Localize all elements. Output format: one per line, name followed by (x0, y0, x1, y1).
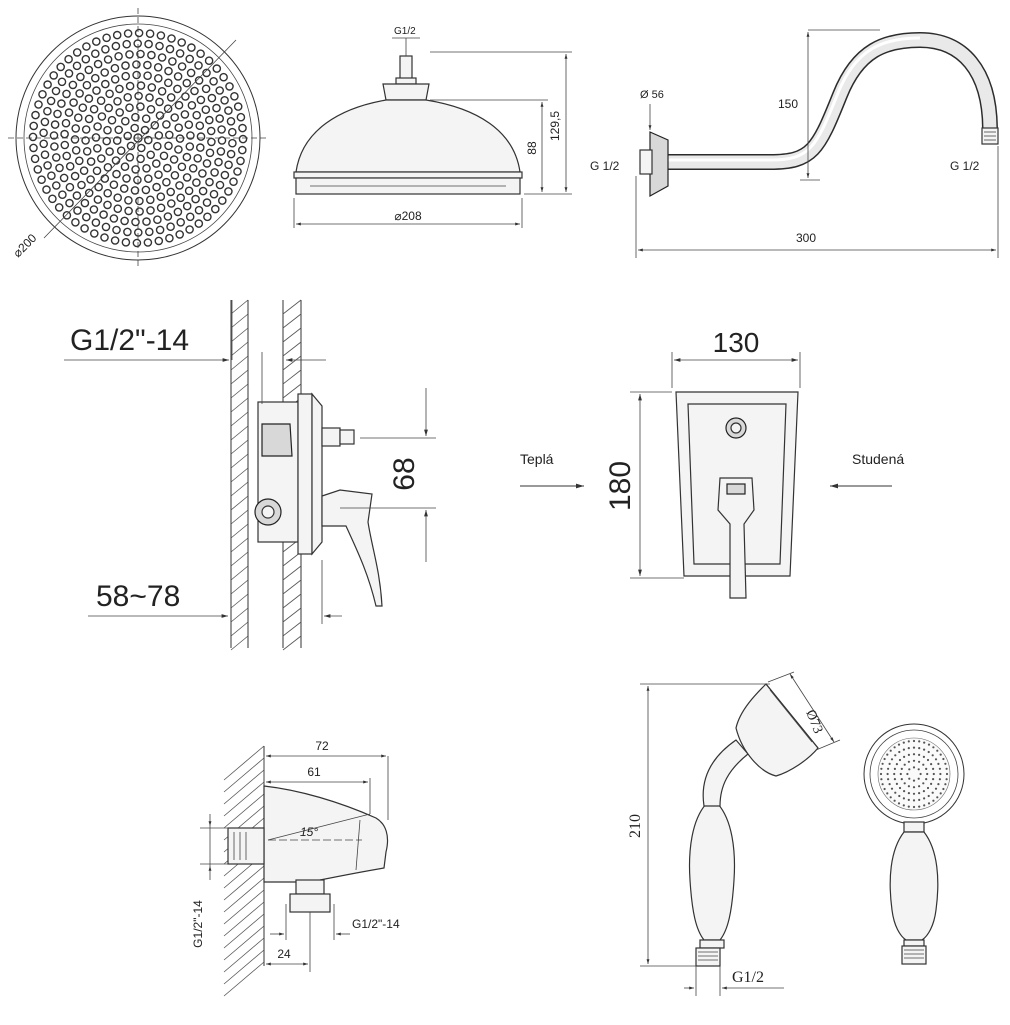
shower-arm-height-label: 150 (778, 97, 798, 111)
cold-water-label: Studená (852, 451, 904, 467)
mixer-wall-left (230, 300, 249, 648)
shower-arm-view: Ø 56 150 G 1/2 G 1/2 300 (590, 29, 999, 258)
shower-head-front-diameter-label: ⌀200 (10, 231, 39, 260)
hot-water-label: Teplá (520, 451, 554, 467)
shower-head-nozzles (28, 28, 248, 248)
hand-shower-front-handle (889, 831, 939, 941)
hand-shower-thread-label: G1/2 (732, 969, 764, 986)
hand-shower-nozzles (879, 739, 949, 809)
hand-shower-side-view: Ø73 210 G1/2 (627, 671, 841, 996)
outlet-inner-length-label: 61 (307, 765, 321, 779)
shower-arm-right-thread-label: G 1/2 (950, 159, 980, 173)
outlet-bottom-thread (289, 893, 331, 913)
outlet-total-length-label: 72 (315, 739, 329, 753)
hand-shower-head (735, 683, 819, 777)
mixer-cover-plate (297, 393, 313, 555)
hand-shower-handle (688, 803, 736, 941)
mixer-spacing-label: 68 (388, 457, 421, 490)
shower-head-front-view: ⌀200 (8, 8, 268, 268)
outlet-offset-label: 24 (277, 947, 291, 961)
outlet-angle-label: 15° (300, 825, 318, 839)
shower-arm-flange (649, 131, 669, 198)
mixer-lever (321, 489, 383, 607)
shower-arm-pipe-outline (660, 31, 998, 170)
shower-head-dome (295, 99, 521, 173)
hand-shower-thread (695, 947, 721, 967)
hand-shower-height-label: 210 (627, 814, 644, 838)
shower-head-neck (382, 83, 430, 101)
outlet-horizontal-thread-label: G1/2"-14 (352, 917, 400, 931)
shower-arm-flange-diameter-label: Ø 56 (640, 89, 664, 101)
shower-arm-left-thread-label: G 1/2 (590, 159, 620, 173)
mixer-width-label: 130 (713, 327, 760, 358)
shower-head-side-view: G1/2 129,5 88 ⌀208 (293, 26, 572, 228)
outlet-body (263, 785, 389, 883)
mixer-front-view: 130 180 Teplá Studená (520, 327, 904, 599)
shower-head-connector (399, 55, 413, 81)
mixer-front-lever (717, 477, 755, 599)
mixer-side-view: G1/2"-14 68 58~78 (64, 299, 436, 651)
hand-shower-neck (702, 739, 749, 807)
mixer-height-label: 180 (604, 461, 637, 511)
outlet-vertical-thread-label: G1/2"-14 (191, 900, 205, 948)
mixer-top-outlet (339, 429, 355, 445)
shower-head-body-height-label: 88 (525, 141, 539, 155)
shower-head-thread-label: G1/2 (394, 26, 416, 37)
shower-head-total-height-label: 129,5 (548, 111, 562, 141)
shower-head-side-diameter-label: ⌀208 (394, 209, 422, 223)
diameter-leader-front (43, 39, 237, 239)
wall-outlet-view: 72 61 15° G1/2"-14 G1/2"-14 24 (191, 739, 400, 997)
shower-arm-length-label: 300 (796, 231, 816, 245)
hand-shower-diameter-label: Ø73 (802, 708, 825, 736)
mixer-wall-depth-label: 58~78 (96, 580, 180, 613)
hand-shower-front-view (863, 723, 965, 965)
mixer-thread-label: G1/2"-14 (70, 324, 189, 357)
